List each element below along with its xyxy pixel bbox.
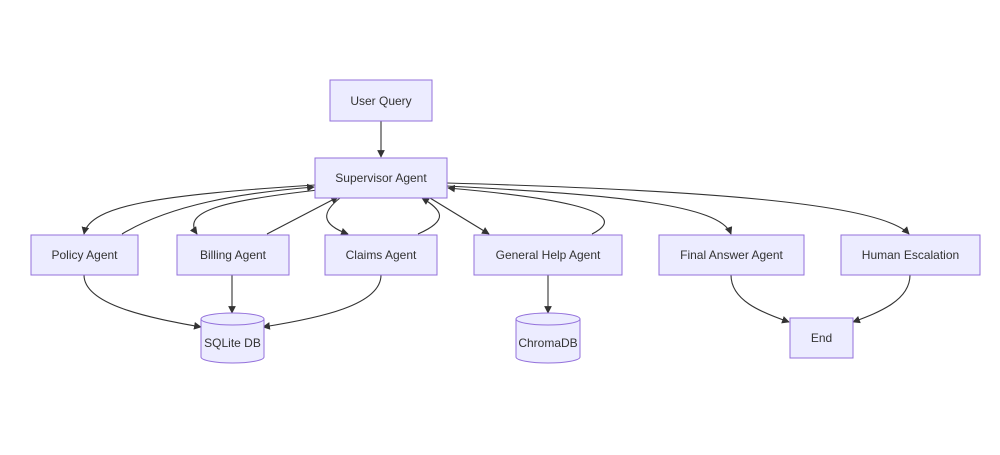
- human-escalation-node: Human Escalation: [840, 234, 981, 276]
- general-help-agent-node: General Help Agent: [473, 234, 623, 276]
- edge-policy-agent-to-supervisor: [121, 183, 315, 235]
- claims-agent-label: Claims Agent: [346, 248, 417, 262]
- edge-billing-agent-to-supervisor: [266, 196, 339, 235]
- edge-supervisor-to-general-help-agent: [429, 197, 490, 235]
- edge-supervisor-to-policy-agent: [81, 184, 316, 235]
- policy-agent-node: Policy Agent: [30, 234, 139, 276]
- user-query-label: User Query: [350, 94, 411, 108]
- sqlite-db-cylinder-top: [200, 318, 265, 326]
- sqlite-db-cylinder: [200, 312, 265, 364]
- chromadb-cylinder-top: [515, 318, 581, 326]
- final-answer-agent-node: Final Answer Agent: [658, 234, 805, 276]
- supervisor-agent-label: Supervisor Agent: [335, 171, 427, 185]
- general-help-agent-label: General Help Agent: [496, 248, 601, 262]
- edge-supervisor-to-billing-agent: [189, 189, 319, 235]
- edge-supervisor-to-final-answer-agent: [446, 185, 733, 235]
- chromadb-node: ChromaDB: [515, 312, 581, 364]
- edge-human-escalation-to-end: [852, 274, 911, 324]
- edge-supervisor-to-claims-agent: [326, 197, 349, 236]
- sqlite-db-label: SQLite DB: [204, 336, 261, 350]
- final-answer-agent-label: Final Answer Agent: [680, 248, 783, 262]
- end-node: End: [789, 317, 854, 359]
- chromadb-label: ChromaDB: [518, 336, 577, 350]
- edge-claims-agent-to-sqlite-db: [262, 274, 382, 330]
- human-escalation-label: Human Escalation: [862, 248, 959, 262]
- sqlite-db-node: SQLite DB: [200, 312, 265, 364]
- edge-policy-agent-to-sqlite-db: [83, 274, 202, 330]
- edge-general-help-agent-to-supervisor: [447, 184, 605, 235]
- edge-supervisor-to-human-escalation: [446, 182, 910, 235]
- billing-agent-label: Billing Agent: [200, 248, 267, 262]
- edges: [81, 121, 911, 330]
- chromadb-cylinder: [515, 312, 581, 364]
- edge-final-answer-agent-to-end: [730, 274, 790, 324]
- user-query-node: User Query: [329, 79, 433, 122]
- billing-agent-node: Billing Agent: [176, 234, 290, 276]
- end-label: End: [811, 331, 832, 345]
- policy-agent-label: Policy Agent: [51, 248, 118, 262]
- edge-claims-agent-to-supervisor: [417, 197, 440, 235]
- claims-agent-node: Claims Agent: [324, 234, 438, 276]
- supervisor-agent-node: Supervisor Agent: [314, 157, 448, 199]
